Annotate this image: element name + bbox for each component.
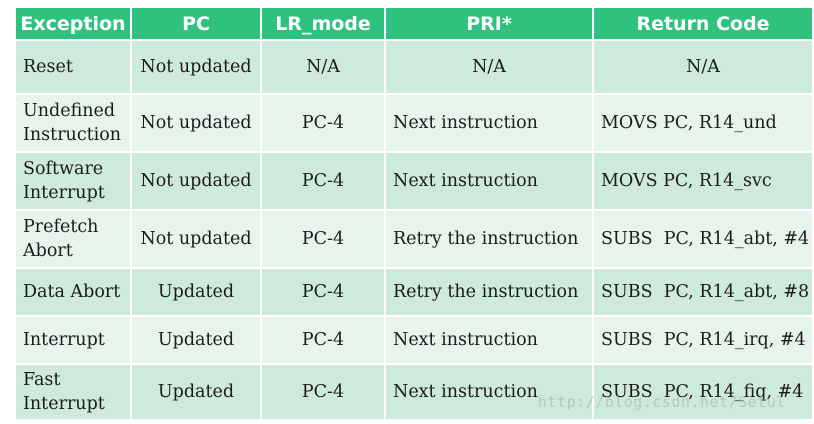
table-row: Reset Not updated N/A N/A N/A xyxy=(16,41,812,93)
cell-pc: Not updated xyxy=(132,153,260,209)
cell-lr-mode: PC-4 xyxy=(262,365,384,419)
cell-pc: Updated xyxy=(132,269,260,315)
cell-pri: Next instruction xyxy=(386,365,592,419)
header-lr-mode: LR_mode xyxy=(262,8,384,39)
table-row: Undefined Instruction Not updated PC-4 N… xyxy=(16,95,812,151)
exception-table: Exception PC LR_mode PRI* Return Code Re… xyxy=(14,6,814,421)
cell-exception: Reset xyxy=(16,41,130,93)
cell-lr-mode: N/A xyxy=(262,41,384,93)
cell-pri: N/A xyxy=(386,41,592,93)
cell-return-code: SUBS PC, R14_fiq, #4 xyxy=(594,365,812,419)
table-row: Fast Interrupt Updated PC-4 Next instruc… xyxy=(16,365,812,419)
cell-pri: Next instruction xyxy=(386,317,592,363)
cell-exception: Software Interrupt xyxy=(16,153,130,209)
cell-return-code: SUBS PC, R14_abt, #4 xyxy=(594,211,812,267)
cell-return-code: N/A xyxy=(594,41,812,93)
cell-return-code: MOVS PC, R14_svc xyxy=(594,153,812,209)
cell-lr-mode: PC-4 xyxy=(262,153,384,209)
cell-exception: Prefetch Abort xyxy=(16,211,130,267)
cell-return-code: MOVS PC, R14_und xyxy=(594,95,812,151)
table-row: Software Interrupt Not updated PC-4 Next… xyxy=(16,153,812,209)
header-exception: Exception xyxy=(16,8,130,39)
cell-pri: Next instruction xyxy=(386,95,592,151)
header-pc: PC xyxy=(132,8,260,39)
cell-lr-mode: PC-4 xyxy=(262,211,384,267)
cell-pri: Next instruction xyxy=(386,153,592,209)
table-header-row: Exception PC LR_mode PRI* Return Code xyxy=(16,8,812,39)
cell-lr-mode: PC-4 xyxy=(262,95,384,151)
cell-pri: Retry the instruction xyxy=(386,269,592,315)
cell-pc: Updated xyxy=(132,317,260,363)
cell-return-code: SUBS PC, R14_irq, #4 xyxy=(594,317,812,363)
cell-pri: Retry the instruction xyxy=(386,211,592,267)
table-row: Data Abort Updated PC-4 Retry the instru… xyxy=(16,269,812,315)
cell-lr-mode: PC-4 xyxy=(262,269,384,315)
cell-pc: Not updated xyxy=(132,211,260,267)
header-pri: PRI* xyxy=(386,8,592,39)
header-return-code: Return Code xyxy=(594,8,812,39)
table-row: Interrupt Updated PC-4 Next instruction … xyxy=(16,317,812,363)
cell-exception: Interrupt xyxy=(16,317,130,363)
cell-exception: Data Abort xyxy=(16,269,130,315)
cell-return-code: SUBS PC, R14_abt, #8 xyxy=(594,269,812,315)
cell-exception: Undefined Instruction xyxy=(16,95,130,151)
cell-lr-mode: PC-4 xyxy=(262,317,384,363)
cell-exception: Fast Interrupt xyxy=(16,365,130,419)
cell-pc: Not updated xyxy=(132,95,260,151)
cell-pc: Not updated xyxy=(132,41,260,93)
cell-pc: Updated xyxy=(132,365,260,419)
table-row: Prefetch Abort Not updated PC-4 Retry th… xyxy=(16,211,812,267)
